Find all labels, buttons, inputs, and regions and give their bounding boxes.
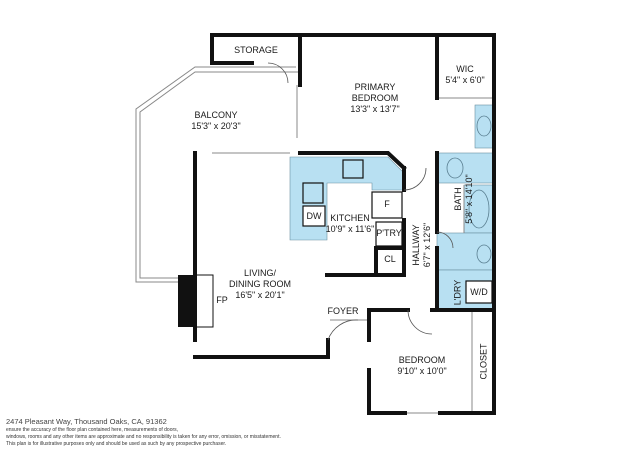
kitchen-label: KITCHEN 10'9" x 11'6" bbox=[325, 213, 375, 234]
fridge-box bbox=[371, 191, 403, 219]
vanity-bottom-sink bbox=[476, 244, 492, 264]
cooktop bbox=[342, 159, 364, 179]
door-swings bbox=[267, 62, 454, 341]
pantry-box bbox=[375, 221, 403, 247]
fireplace-block bbox=[178, 275, 195, 327]
living-label: LIVING/ DINING ROOM 16'5" x 20'1" bbox=[229, 268, 291, 300]
bedroom-label: BEDROOM 9'10" x 10'0" bbox=[397, 355, 447, 376]
primary-bedroom-label: PRIMARY BEDROOM 13'3" x 13'7" bbox=[350, 82, 400, 114]
wall-kitchen-bottom bbox=[325, 218, 406, 277]
footer-disclaimer-2: windows, rooms and any other items are a… bbox=[6, 434, 281, 440]
tub-ellipse bbox=[468, 189, 490, 229]
pantry-label: P'TRY bbox=[376, 228, 402, 238]
fireplace bbox=[178, 274, 214, 328]
balcony-outline bbox=[139, 63, 301, 279]
balcony-outline-inner bbox=[135, 66, 296, 283]
dw-box bbox=[302, 205, 326, 227]
sink-box bbox=[302, 182, 324, 204]
wall-primary-bottom bbox=[298, 151, 407, 171]
storage-door bbox=[267, 62, 289, 84]
washer-dryer-label: W/D bbox=[470, 287, 488, 297]
closet-bed-label: CLOSET bbox=[478, 343, 489, 380]
laundry-label: L'DRY bbox=[452, 279, 463, 306]
vanity-top-sink bbox=[476, 115, 492, 137]
storage-label: STORAGE bbox=[234, 45, 278, 55]
fridge-label: F bbox=[384, 199, 390, 209]
foyer-door bbox=[327, 319, 359, 341]
wall-living-bottom bbox=[193, 338, 330, 359]
closet-cl-label: CL bbox=[384, 254, 396, 264]
balcony-label: BALCONY 15'3" x 20'3" bbox=[191, 110, 241, 131]
foyer-label: FOYER bbox=[327, 306, 359, 316]
footer-address: 2474 Pleasant Way, Thousand Oaks, CA, 91… bbox=[6, 417, 167, 426]
footer-disclaimer-1: ensure the accuracy of the floor plan co… bbox=[6, 427, 179, 433]
dw-label: DW bbox=[306, 211, 322, 221]
shower bbox=[446, 115, 492, 264]
wic-label: WIC 5'4" x 6'0" bbox=[445, 64, 485, 85]
fireplace-hearth bbox=[194, 274, 214, 328]
hallway-label: HALLWAY 6'7" x 12'6" bbox=[411, 222, 432, 268]
primary-door bbox=[403, 167, 427, 191]
kitchen-boxes bbox=[302, 159, 493, 304]
wd-box bbox=[465, 280, 493, 304]
bath-label: BATH 5'8" x 14'10" bbox=[453, 174, 474, 224]
fireplace-label: FP bbox=[216, 295, 228, 305]
bath-door bbox=[436, 231, 454, 249]
footer-disclaimer-3: This plan is for illustrative purposes o… bbox=[6, 441, 227, 447]
wall-bedroom-left-2 bbox=[367, 368, 407, 415]
toilet bbox=[446, 157, 464, 179]
wall-top bbox=[210, 33, 254, 65]
bedroom-door bbox=[407, 309, 433, 335]
